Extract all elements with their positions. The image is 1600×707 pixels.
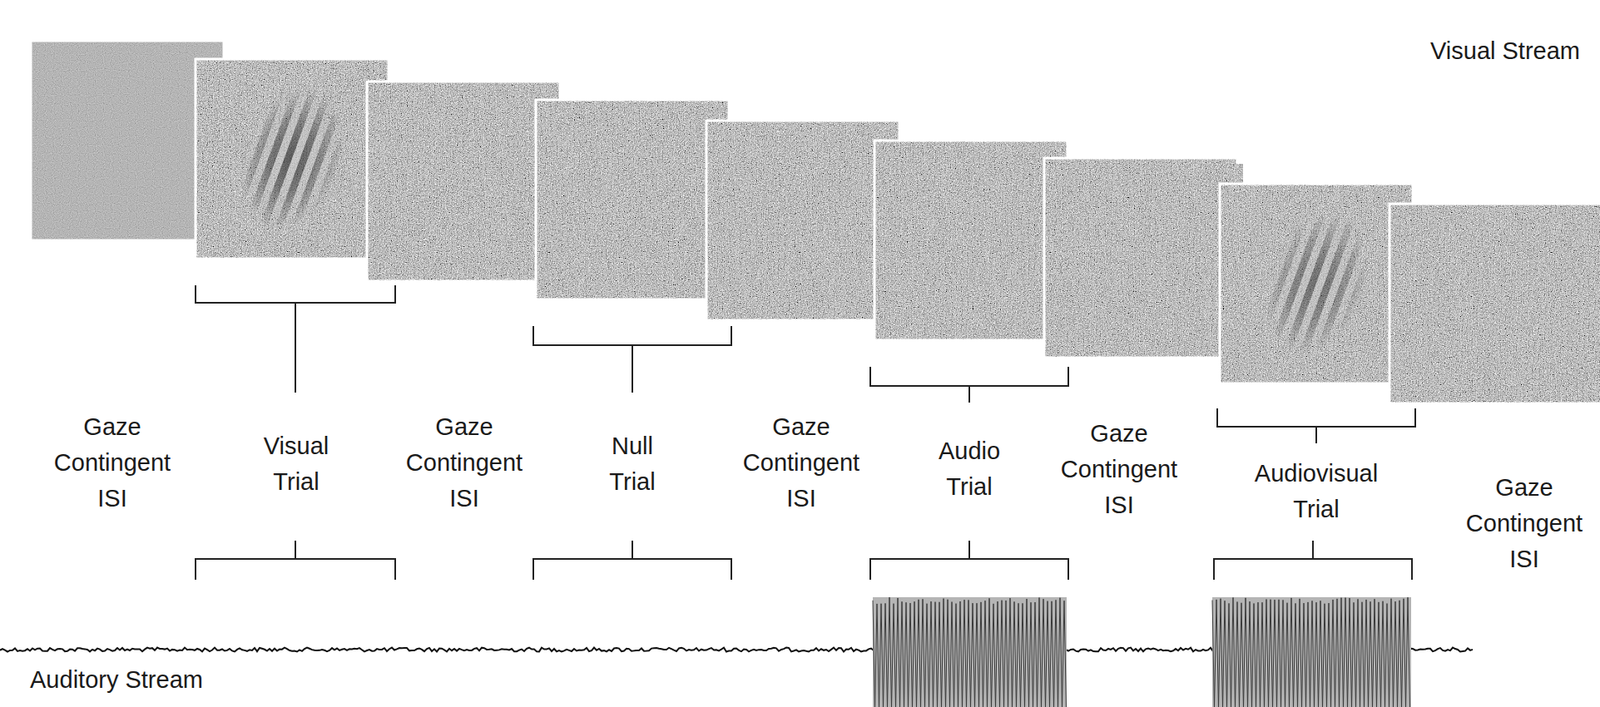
frame-border xyxy=(1389,203,1600,404)
trial-label: Null Trial xyxy=(590,428,674,501)
bracket xyxy=(533,540,732,580)
tone-burst-fill xyxy=(872,597,1067,707)
bracket xyxy=(1213,540,1412,580)
stream-label: Visual Stream xyxy=(1430,33,1581,70)
frame-border xyxy=(874,140,1068,341)
noise-frame xyxy=(1389,203,1600,404)
noise-frame xyxy=(535,99,729,300)
tone-burst-wave xyxy=(872,597,1067,707)
stream-label: Auditory Stream xyxy=(29,662,204,699)
bracket xyxy=(533,326,732,393)
frame-border xyxy=(1044,158,1238,358)
phase-label: Gaze Contingent ISI xyxy=(730,409,872,517)
phase-label: Gaze Contingent ISI xyxy=(393,409,535,517)
bracket xyxy=(195,285,396,393)
bracket xyxy=(1217,408,1416,444)
noise-frame xyxy=(366,81,560,282)
phase-label: Gaze Contingent ISI xyxy=(1453,470,1596,578)
bracket xyxy=(870,366,1069,403)
noise-frame xyxy=(874,140,1068,341)
auditory-stream xyxy=(0,597,1473,707)
visual-frames xyxy=(30,40,1600,404)
tone-burst-wave xyxy=(1212,597,1411,707)
tone-burst-fill xyxy=(1212,597,1412,707)
frame-border xyxy=(1219,183,1413,384)
gabor-patch xyxy=(211,54,373,263)
trial-label: Visual Trial xyxy=(254,428,338,501)
phase-label: Gaze Contingent ISI xyxy=(41,409,184,517)
brackets xyxy=(195,285,1416,580)
frame-border xyxy=(706,120,900,321)
trial-label: Audiovisual Trial xyxy=(1243,455,1390,528)
noise-frame xyxy=(1214,163,1244,184)
trial-label: Audio Trial xyxy=(927,433,1011,506)
frame-border xyxy=(195,59,389,259)
phase-label: Gaze Contingent ISI xyxy=(1048,416,1190,524)
gabor-patch xyxy=(1235,179,1397,388)
frame-border xyxy=(535,99,729,300)
bracket xyxy=(195,540,396,580)
frame-border xyxy=(366,81,560,282)
bracket xyxy=(870,540,1069,580)
noise-frame xyxy=(1044,158,1238,358)
noise-frame xyxy=(706,120,900,321)
